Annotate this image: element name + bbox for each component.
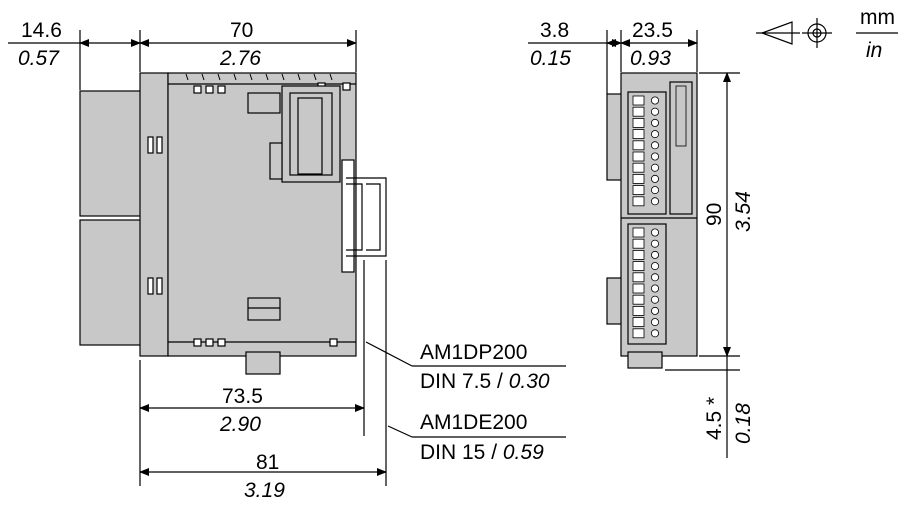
rail-1-model: AM1DP200: [420, 341, 528, 364]
terminal-slot: [632, 95, 645, 106]
left-connector-lower: [79, 219, 143, 346]
terminal-slot: [632, 249, 645, 260]
terminal-slot: [632, 140, 645, 151]
terminal-slot: [632, 261, 645, 272]
dim-side-top-in: 0.93: [630, 47, 671, 70]
terminal-screw: [651, 96, 660, 105]
terminal-screw: [651, 186, 660, 195]
terminal-screw: [651, 118, 660, 127]
units-in: in: [866, 39, 883, 62]
dim-height-in: 3.54: [732, 191, 755, 232]
rail-1-spec: DIN 7.5 / 0.30: [420, 371, 550, 392]
rail-2-model: AM1DE200: [420, 411, 528, 434]
dim-top-main-mm: 70: [230, 19, 254, 42]
side-terminals: [632, 95, 660, 339]
terminal-slot: [632, 317, 645, 328]
terminal-slot: [632, 328, 645, 339]
terminal-slot: [632, 118, 645, 128]
terminal-screw: [651, 152, 660, 161]
dim-bottom1-mm: 73.5: [222, 385, 263, 408]
dim-height-mm: 90: [703, 202, 726, 226]
terminal-screw: [651, 107, 660, 116]
dim-bottom2-mm: 81: [256, 451, 280, 474]
terminal-screw: [651, 197, 660, 206]
dim-rail-mm: 4.5 *: [703, 396, 726, 440]
terminal-slot: [632, 106, 645, 117]
terminal-screw: [651, 284, 660, 293]
terminal-screw: [651, 250, 660, 259]
terminal-slot: [632, 162, 645, 173]
terminal-screw: [651, 318, 660, 327]
dim-side-top-mm: 23.5: [632, 19, 673, 42]
dim-bottom2-in: 3.19: [244, 479, 285, 502]
rail-1-spec-in: 0.30: [508, 370, 550, 393]
terminal-screw: [651, 163, 660, 172]
terminal-screw: [651, 174, 660, 183]
terminal-slot: [632, 129, 645, 140]
units-mm: mm: [860, 6, 895, 29]
terminal-slot: [632, 196, 645, 207]
terminal-screw: [651, 239, 660, 248]
terminal-slot: [632, 294, 645, 305]
terminal-screw: [651, 141, 660, 150]
terminal-screw: [651, 228, 660, 237]
front-view-module: [79, 72, 357, 375]
dim-top-left-in: 0.57: [18, 47, 59, 70]
dim-top-main-in: 2.76: [220, 47, 261, 70]
terminal-screw: [651, 306, 660, 315]
terminal-screw: [651, 130, 660, 139]
terminal-screw: [651, 329, 660, 338]
terminal-slot: [632, 238, 645, 249]
dim-top-left-mm: 14.6: [21, 19, 62, 42]
projection-symbol-icon: [756, 18, 832, 48]
housing-front-plate: [139, 72, 169, 357]
dim-bottom1-in: 2.90: [220, 413, 261, 436]
rail-2-spec-mm: DIN 15 /: [420, 441, 503, 464]
left-connector-upper: [79, 90, 143, 217]
rail-1-spec-mm: DIN 7.5 /: [420, 370, 509, 393]
rail-2-spec: DIN 15 / 0.59: [420, 442, 544, 463]
terminal-slot: [632, 305, 645, 316]
din-rail-profile: [346, 177, 387, 257]
terminal-slot: [632, 227, 645, 238]
terminal-slot: [632, 185, 645, 196]
dimension-lines: [8, 30, 740, 486]
dim-side-small-in: 0.15: [530, 47, 571, 70]
terminal-slot: [632, 151, 645, 162]
terminal-screw: [651, 262, 660, 271]
terminal-screw: [651, 273, 660, 282]
rail-2-spec-in: 0.59: [502, 441, 544, 464]
terminal-slot: [632, 173, 645, 184]
terminal-slot: [632, 283, 645, 294]
terminal-screw: [651, 295, 660, 304]
dim-rail-in: 0.18: [732, 403, 755, 444]
dim-side-small-mm: 3.8: [540, 19, 570, 42]
terminal-slot: [632, 272, 645, 283]
